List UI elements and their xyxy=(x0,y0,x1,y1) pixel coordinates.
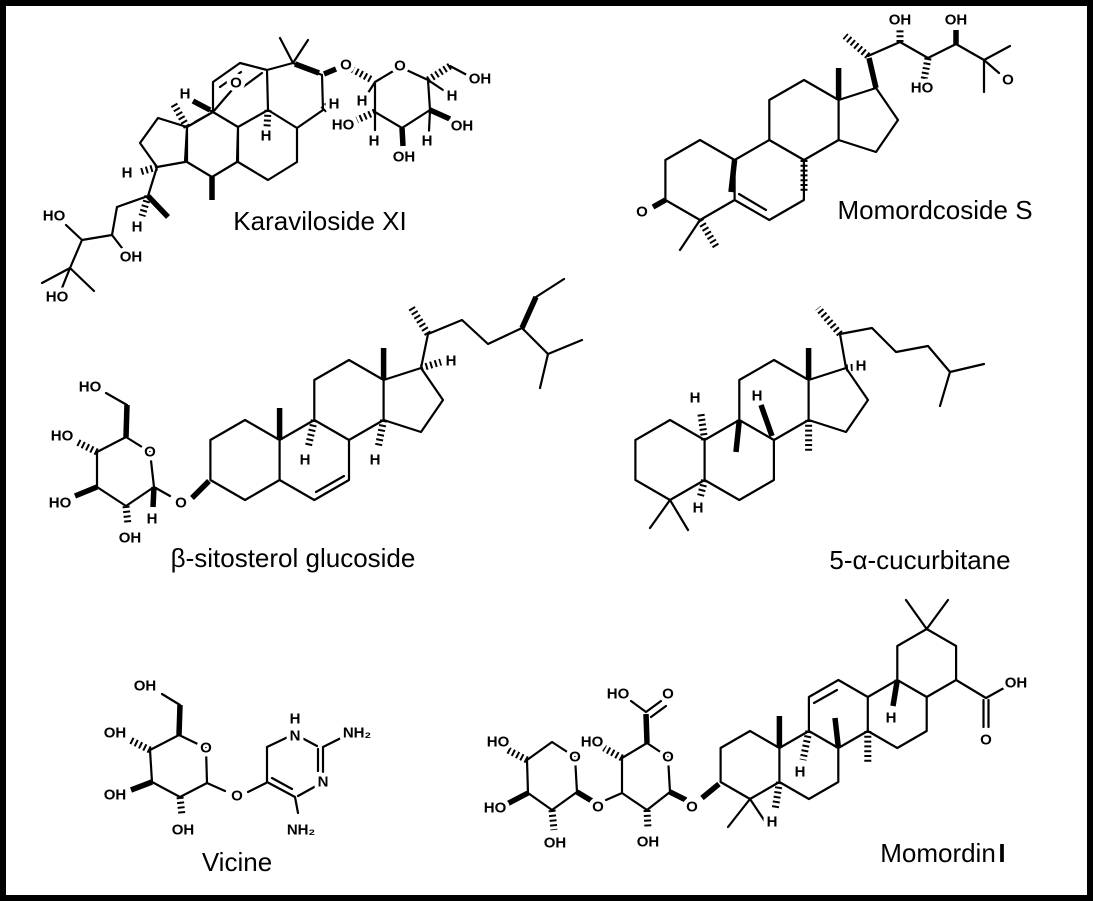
molecule-name-momordcoside-s: Momordcoside S xyxy=(837,195,1032,225)
atom-label-n: N xyxy=(318,774,329,791)
atom-label-oh: OH xyxy=(104,787,127,804)
momordin-skeleton xyxy=(525,598,1006,831)
momordcoside-hash-wedges xyxy=(697,28,932,250)
atom-label-o: O xyxy=(394,58,406,75)
atom-label-h: H xyxy=(290,711,301,728)
atom-label-oh: OH xyxy=(469,71,492,88)
atom-label-ho: HO xyxy=(332,117,355,134)
atom-label-o: O xyxy=(662,749,674,766)
atom-label-o: O xyxy=(686,799,698,816)
atom-label-o: O xyxy=(1002,72,1014,89)
molecule-name-karaviloside-xi: Karaviloside XI xyxy=(233,206,406,236)
atom-label-h: H xyxy=(886,710,897,727)
atom-label-o: O xyxy=(569,749,581,766)
atom-label-oh: OH xyxy=(119,530,142,547)
atom-label-oh: OH xyxy=(544,835,567,852)
atom-label-nh2: NH₂ xyxy=(287,822,315,839)
momordcoside-bold-wedges xyxy=(651,30,959,210)
atom-label-oh: OH xyxy=(945,12,968,29)
atom-label-oh: OH xyxy=(637,834,660,851)
atom-label-ho: HO xyxy=(49,495,72,512)
atom-label-o: O xyxy=(636,204,648,221)
atom-label-oh: OH xyxy=(120,249,143,266)
atom-label-h: H xyxy=(261,128,272,145)
atom-label-o: O xyxy=(340,57,352,74)
atom-label-ho: HO xyxy=(487,734,510,751)
cucurbitane-skeleton xyxy=(634,326,986,532)
molecule-vicine: OH OH OH OH O O H N NH₂ N NH₂ Vicine xyxy=(100,674,375,878)
molecule-name-momordin: Momordin xyxy=(880,838,996,868)
sitosterol-hash-wedges xyxy=(75,305,443,526)
cucurbitane-hash-wedges xyxy=(696,305,858,499)
molecule-5-alpha-cucurbitane: H H H H 5-α-cucurbitane xyxy=(634,305,1011,575)
vicine-bold-wedges xyxy=(130,704,183,793)
atom-label-o: O xyxy=(980,732,992,749)
molecule-name-momordin-suffix: I xyxy=(998,838,1005,868)
atom-label-o: O xyxy=(175,495,187,512)
molecule-momordin-i: HO HO OH O O HO HO O OH O O H H H OH O M… xyxy=(480,598,1031,868)
atom-label-h: H xyxy=(446,353,457,370)
atom-label-h: H xyxy=(122,165,133,182)
atom-label-h: H xyxy=(767,814,778,831)
atom-label-n: N xyxy=(290,728,301,745)
atom-label-ho: HO xyxy=(581,734,604,751)
atom-label-nh2: NH₂ xyxy=(343,725,371,742)
atom-label-o: O xyxy=(662,686,674,703)
atom-label-oh: OH xyxy=(104,725,127,742)
atom-label-h: H xyxy=(147,511,158,528)
molecule-name-5-alpha-cucurbitane: 5-α-cucurbitane xyxy=(829,545,1010,575)
atom-label-ho: HO xyxy=(484,800,507,817)
atom-label-o: O xyxy=(592,799,604,816)
atom-label-ho: HO xyxy=(46,289,69,306)
atom-label-h: H xyxy=(693,500,704,517)
atom-label-ho: HO xyxy=(79,379,102,396)
momordin-hash-wedges xyxy=(506,730,872,831)
atom-label-oh: OH xyxy=(889,12,912,29)
atom-label-h: H xyxy=(369,133,380,150)
atom-label-ho: HO xyxy=(43,208,66,225)
cucurbitane-bold-wedges xyxy=(733,348,812,453)
molecule-karaviloside-xi: H O O O OH H H H HO OH H H OH H H H HO O… xyxy=(39,36,495,310)
sitosterol-skeleton xyxy=(95,277,584,508)
atom-label-h: H xyxy=(752,388,763,405)
atom-label-o: O xyxy=(230,75,242,92)
atom-label-o: O xyxy=(144,444,156,461)
atom-label-h: H xyxy=(856,358,867,375)
atom-label-ho: HO xyxy=(607,686,630,703)
atom-label-ho: HO xyxy=(911,80,934,97)
sitosterol-bold-wedges xyxy=(73,295,539,508)
atom-label-oh: OH xyxy=(172,822,195,839)
atom-label-oh: OH xyxy=(393,149,416,166)
atom-label-ho: HO xyxy=(51,428,74,445)
atom-label-oh: OH xyxy=(134,678,157,695)
atom-label-oh: OH xyxy=(1005,675,1028,692)
karaviloside-hash-wedges xyxy=(138,63,452,218)
vicine-hash-wedges xyxy=(128,736,186,817)
molecule-name-vicine: Vicine xyxy=(202,847,272,877)
atom-label-h: H xyxy=(422,133,433,150)
atom-label-h: H xyxy=(357,93,368,110)
atom-label-h: H xyxy=(370,452,381,469)
atom-label-o: O xyxy=(200,740,212,757)
atom-label-oh: OH xyxy=(451,118,474,135)
atom-label-h: H xyxy=(447,88,458,105)
atom-label-h: H xyxy=(329,96,340,113)
atom-label-h: H xyxy=(180,86,191,103)
molecule-momordcoside-s: OH OH HO O O Momordcoside S xyxy=(632,8,1033,252)
karaviloside-bold-wedges xyxy=(146,61,452,219)
molecule-beta-sitosterol-glucoside: HO HO HO OH H O O H H H β-sitosterol glu… xyxy=(45,277,584,573)
momordin-bold-wedges xyxy=(505,679,901,807)
atom-label-h: H xyxy=(132,219,143,236)
atom-label-h: H xyxy=(300,452,311,469)
atom-label-o: O xyxy=(231,788,243,805)
atom-label-h: H xyxy=(690,390,701,407)
atom-label-h: H xyxy=(795,764,806,781)
molecule-name-beta-sitosterol-glucoside: β-sitosterol glucoside xyxy=(171,543,416,573)
